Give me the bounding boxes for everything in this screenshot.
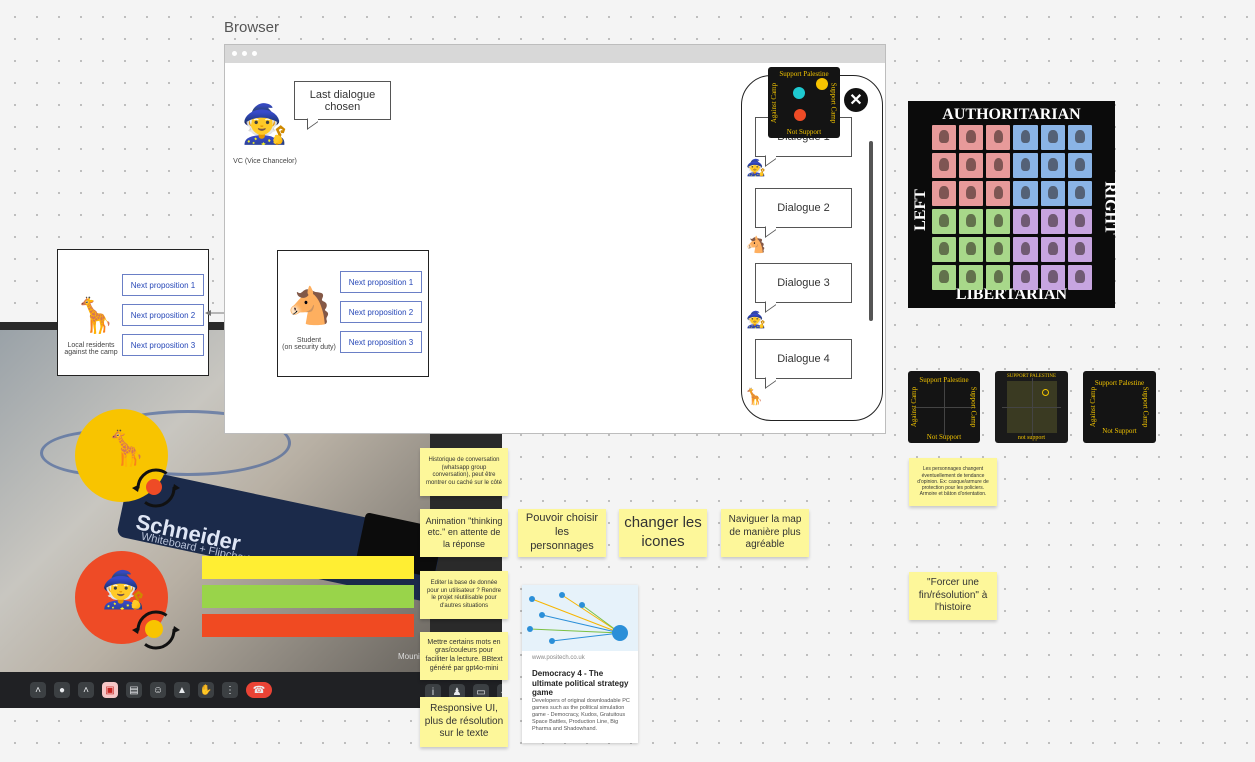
compass-thumbnail-3: Support Palestine Not Support Against Ca… [1083, 371, 1156, 443]
sticky-note-bold[interactable]: Mettre certains mots en gras/couleurs po… [420, 632, 508, 680]
pc-right-label: RIGHT [1101, 181, 1119, 235]
sticky-note-ending[interactable]: "Forcer une fin/résolution" à l'histoire [909, 572, 997, 620]
next-proposition-2[interactable]: Next proposition 2 [122, 304, 204, 326]
card-title: Democracy 4 - The ultimate political str… [532, 669, 629, 698]
pc-top-label: AUTHORITARIAN [942, 106, 1081, 123]
sticky-note-icons[interactable]: changer les icones [619, 509, 707, 557]
chevron-up-icon[interactable]: ˄ [30, 682, 46, 698]
option-bar-yellow[interactable] [202, 556, 414, 579]
sticky-note-thinking[interactable]: Animation "thinking etc." en attente de … [420, 509, 508, 557]
democracy4-link-card[interactable]: www.positech.co.uk Democracy 4 - The ult… [522, 585, 638, 743]
sticky-note-characters[interactable]: Pouvoir choisir les personnages [518, 509, 606, 557]
browser-window: 🧙 VC (Vice Chancelor) Last dialogue chos… [224, 44, 886, 434]
card-site: www.positech.co.uk [532, 655, 585, 661]
compass-left-label: Against Camp [910, 386, 919, 428]
opinion-marker-cyan [793, 87, 805, 99]
pc-left-label: LEFT [911, 189, 929, 231]
compass-right-label: Support Camp [969, 386, 978, 428]
opinion-marker-red [794, 109, 806, 121]
activities-icon[interactable]: ◆ [497, 684, 502, 700]
compass-top-label: Support Palestine [1094, 379, 1145, 387]
wizard-icon: 🧙 [101, 569, 146, 610]
sticky-note-map[interactable]: Naviguer la map de manière plus agréable [721, 509, 809, 557]
compass-right-label: Support Camp [829, 82, 838, 123]
wizard-avatar-circle[interactable]: 🧙 [75, 551, 168, 644]
captions-icon[interactable]: ▤ [126, 682, 142, 698]
sticky-note-responsive[interactable]: Responsive UI, plus de résolution sur le… [420, 697, 508, 747]
next-proposition-3[interactable]: Next proposition 3 [340, 331, 422, 353]
call-side-controls: i ♟ ▭ ◆ [425, 684, 502, 700]
giraffe-avatar-circle[interactable]: 🦒 [75, 409, 168, 502]
wizard-icon: 🧙 [241, 104, 289, 146]
sticky-note-history[interactable]: Historique de conversation (whatsapp gro… [420, 448, 508, 496]
info-icon[interactable]: i [425, 684, 441, 700]
hangup-icon[interactable]: ☎ [246, 682, 272, 698]
window-dot [252, 51, 257, 56]
next-proposition-1[interactable]: Next proposition 1 [122, 274, 204, 296]
more-icon[interactable]: ⋮ [222, 682, 238, 698]
compass-top-label: Support Palestine [779, 70, 829, 78]
local-residents-label: Local residents against the camp [64, 342, 118, 356]
sticky-note-characters-change[interactable]: Les personnages changent éventuellement … [909, 458, 997, 506]
refresh-cycle-icon[interactable] [128, 604, 184, 656]
refresh-cycle-icon[interactable] [128, 462, 184, 514]
compass-bottom-label: Not Support [926, 433, 962, 441]
card-preview-image [522, 585, 638, 651]
camera-off-icon[interactable]: ▣ [102, 682, 118, 698]
hand-icon[interactable]: ✋ [198, 682, 214, 698]
wizard-icon: 🧙 [746, 312, 766, 329]
close-icon[interactable]: ✕ [844, 88, 868, 112]
window-dot [232, 51, 237, 56]
compass-left-label: Against Camp [770, 82, 779, 123]
sticky-note-database[interactable]: Editer la base de donnée pour un utilisa… [420, 571, 508, 619]
centaur-icon: 🐴 [287, 285, 332, 326]
giraffe-icon: 🦒 [105, 430, 148, 468]
option-bar-green[interactable] [202, 585, 414, 608]
last-dialogue-bubble: Last dialogue chosen [294, 81, 391, 120]
compass-bottom-label: not support [1017, 435, 1046, 441]
compass-right-label: Support Camp [1141, 386, 1150, 428]
dialogue-scrollbar[interactable] [869, 141, 873, 321]
mic-icon[interactable]: ● [54, 682, 70, 698]
next-proposition-2[interactable]: Next proposition 2 [340, 301, 422, 323]
window-dot [242, 51, 247, 56]
next-proposition-1[interactable]: Next proposition 1 [340, 271, 422, 293]
next-proposition-3[interactable]: Next proposition 3 [122, 334, 204, 356]
vc-label: VC (Vice Chancelor) [233, 158, 297, 165]
present-icon[interactable]: ▲ [174, 682, 190, 698]
giraffe-icon: 🦒 [74, 297, 117, 335]
compass-thumbnail-2: SUPPORT PALESTINE not support [995, 371, 1068, 443]
political-compass-image: AUTHORITARIAN LIBERTARIAN LEFT RIGHT [908, 101, 1119, 308]
chat-icon[interactable]: ▭ [473, 684, 489, 700]
centaur-icon: 🐴 [746, 237, 766, 254]
call-toolbar: ˄ ● ˄ ▣ ▤ ☺ ▲ ✋ ⋮ ☎ [0, 672, 502, 708]
student-label: Student (on security duty) [282, 337, 336, 351]
option-bar-red[interactable] [202, 614, 414, 637]
pc-portrait-grid [932, 125, 1092, 290]
wizard-icon: 🧙 [746, 160, 766, 177]
opinion-marker [1042, 389, 1049, 396]
browser-title: Browser [224, 19, 280, 36]
compass-bottom-label: Not Support [1102, 427, 1137, 435]
compass-bottom-label: Not Support [786, 128, 822, 136]
people-icon[interactable]: ♟ [449, 684, 465, 700]
emoji-icon[interactable]: ☺ [150, 682, 166, 698]
compass-thumbnail-1: Support Palestine Not Support Against Ca… [908, 371, 980, 443]
card-description: Developers of original downloadable PC g… [532, 698, 630, 732]
compass-top-label: SUPPORT PALESTINE [1006, 374, 1057, 379]
chevron-up-icon[interactable]: ˄ [78, 682, 94, 698]
opinion-compass-overlay[interactable]: Support Palestine Not Support Against Ca… [768, 67, 840, 138]
giraffe-icon: 🦒 [744, 389, 764, 406]
compass-left-label: Against Camp [1089, 386, 1098, 428]
opinion-marker-yellow [816, 78, 828, 90]
participant-name: Mounir [398, 652, 423, 661]
browser-titlebar [225, 45, 885, 63]
pc-bottom-label: LIBERTARIAN [955, 286, 1068, 303]
compass-top-label: Support Palestine [919, 376, 969, 384]
